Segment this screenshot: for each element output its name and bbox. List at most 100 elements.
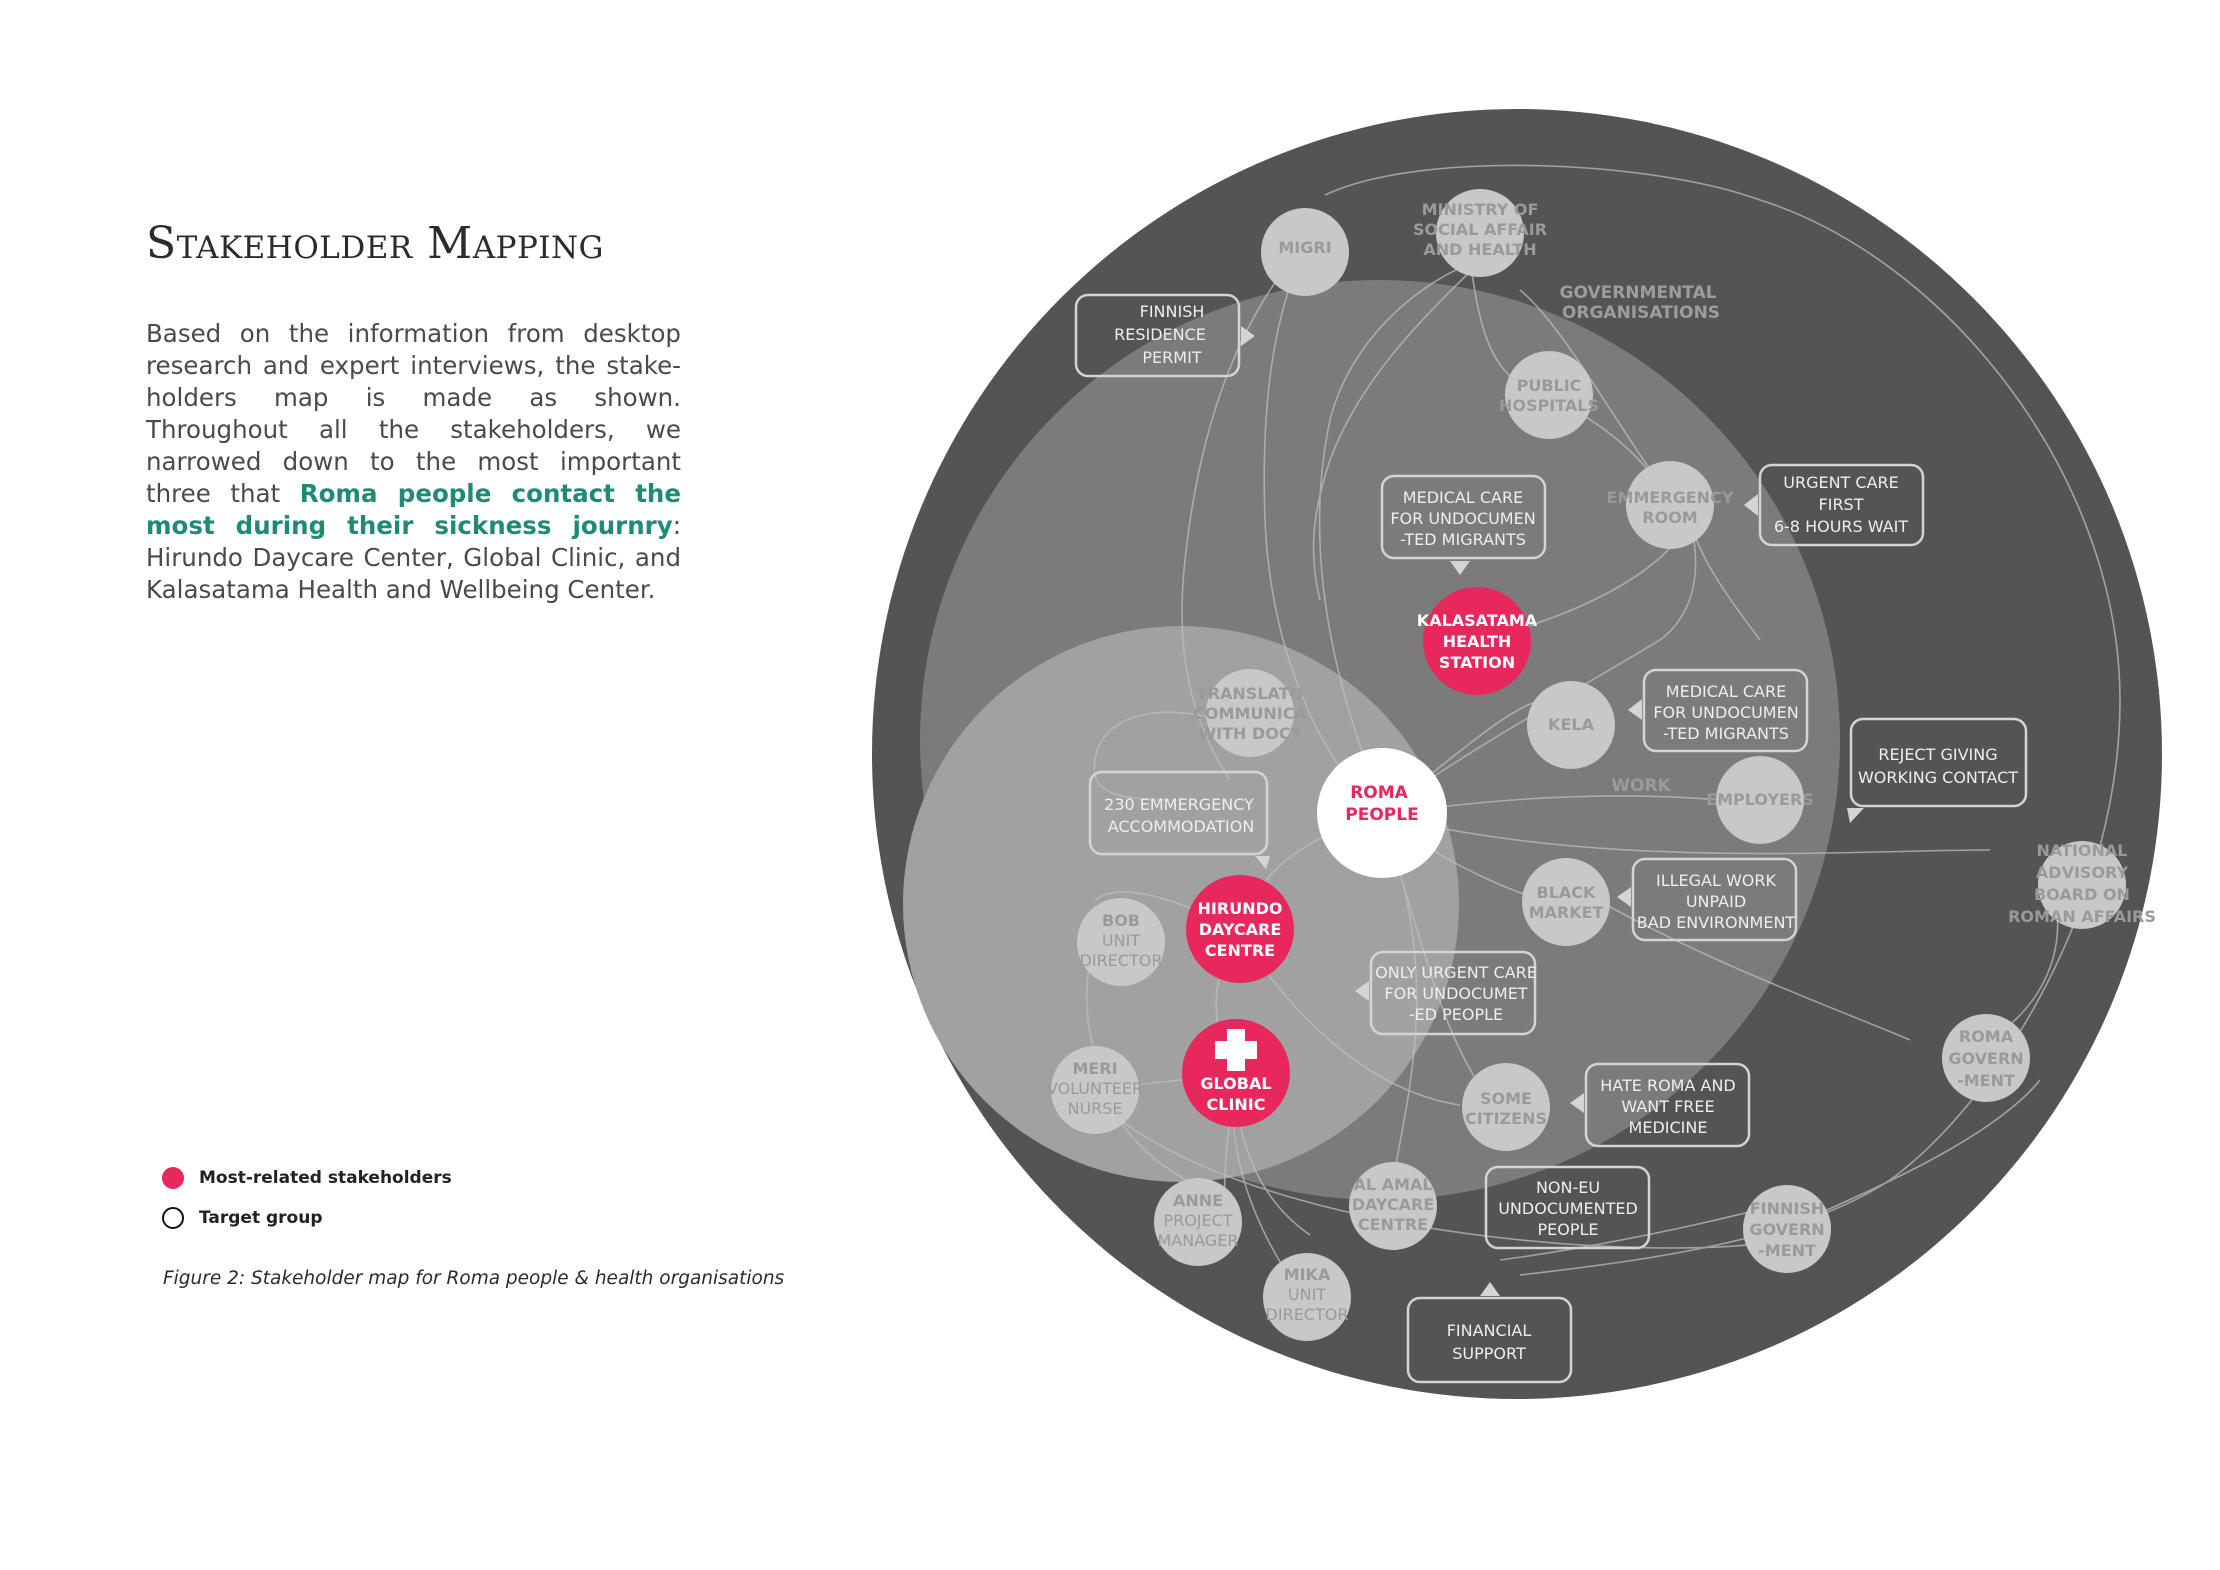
node-kela [1527, 681, 1615, 769]
legend-most-related: Most-related stakeholders [162, 1167, 452, 1189]
stakeholder-nodes [1051, 189, 2126, 1341]
node-global-clinic [1182, 1019, 1290, 1127]
node-employers-label: EMPLOYERS [1706, 790, 1814, 809]
node-some-citizens [1462, 1063, 1550, 1151]
connection-line [1093, 711, 1221, 801]
node-mika [1263, 1253, 1351, 1341]
zone-label-work: WORK [1611, 776, 1671, 796]
intro-text-part2: : Hirundo Daycare Center, Global Clinic,… [146, 511, 681, 604]
node-al-amal [1349, 1162, 1437, 1250]
figure-caption: Figure 2: Stakeholder map for Roma peopl… [163, 1268, 785, 1289]
callout-only-urgent-care-box [1369, 950, 1537, 1036]
node-migri [1261, 208, 1349, 296]
callout-non-eu-box [1484, 1165, 1651, 1250]
node-anne [1154, 1178, 1242, 1266]
node-roma-people-label: ROMA PEOPLE [1345, 783, 1418, 825]
callout-illegal-work-box [1631, 857, 1798, 942]
callout-medical-care-kalasatama-box [1380, 474, 1547, 560]
node-public-hospitals [1505, 351, 1593, 439]
intro-text-part1: Based on the information from desktop re… [146, 319, 681, 508]
callout-financial-support-box [1406, 1296, 1573, 1384]
pointer-reject-giving [1847, 808, 1864, 823]
node-bob [1077, 898, 1165, 986]
callout-medical-care-kela-box [1642, 668, 1809, 753]
pointer-residence-permit [1241, 326, 1255, 346]
pointer-medical-care-kela [1628, 699, 1642, 720]
pointer-illegal-work [1617, 887, 1631, 907]
legend-most-related-swatch [162, 1167, 184, 1189]
medical-cross-icon [1215, 1029, 1257, 1071]
connection-line [1263, 249, 1381, 816]
connection-line [1181, 249, 1301, 781]
node-finnish-government [1743, 1185, 1831, 1273]
node-migri-label: MIGRI [1278, 238, 1331, 257]
callout-urgent-care-box [1758, 463, 1925, 547]
callout-boxes [1074, 293, 2028, 1384]
connection-line [1379, 519, 1697, 816]
callout-pointers [1241, 326, 1864, 1296]
connection-line [1379, 814, 1991, 855]
intro-paragraph: Based on the information from desktop re… [146, 318, 681, 606]
node-national-advisory [2038, 841, 2126, 929]
connection-line [1579, 889, 1911, 1041]
intro-highlight: Roma people contact the most during thei… [146, 479, 681, 540]
callout-emergency-accommodation-box [1088, 770, 1269, 856]
callout-reject-giving-box [1849, 717, 2028, 808]
node-roma-people [1317, 748, 1447, 878]
node-emergency-room [1626, 461, 1714, 549]
pointer-only-urgent-care [1355, 981, 1369, 1001]
node-kalasatama [1423, 587, 1531, 695]
pointer-urgent-care [1744, 494, 1758, 516]
node-ministry [1436, 189, 1524, 277]
pointer-hate-roma [1570, 1093, 1584, 1113]
callout-hate-roma-box [1584, 1062, 1751, 1148]
legend-target-group: Target group [162, 1207, 323, 1229]
node-translator [1206, 669, 1294, 757]
legend-target-group-label: Target group [199, 1208, 323, 1228]
legend-target-group-swatch [162, 1207, 184, 1229]
callout-residence-permit-box [1074, 293, 1241, 378]
node-kela-label: KELA [1548, 715, 1595, 734]
pointer-financial-support [1480, 1282, 1500, 1296]
node-meri [1051, 1046, 1139, 1134]
node-employers [1716, 756, 1804, 844]
connection-line [1318, 259, 1481, 801]
node-black-market [1522, 858, 1610, 946]
node-hirundo [1186, 875, 1294, 983]
pointer-medical-care-kalasatama [1450, 561, 1470, 575]
node-roma-government [1942, 1014, 2030, 1102]
legend-most-related-label: Most-related stakeholders [199, 1168, 452, 1188]
connection-line [1119, 1119, 1781, 1249]
zone-label-governmental: GOVERNMENTAL ORGANISATIONS [1560, 283, 1723, 323]
connection-line [1312, 261, 1481, 601]
